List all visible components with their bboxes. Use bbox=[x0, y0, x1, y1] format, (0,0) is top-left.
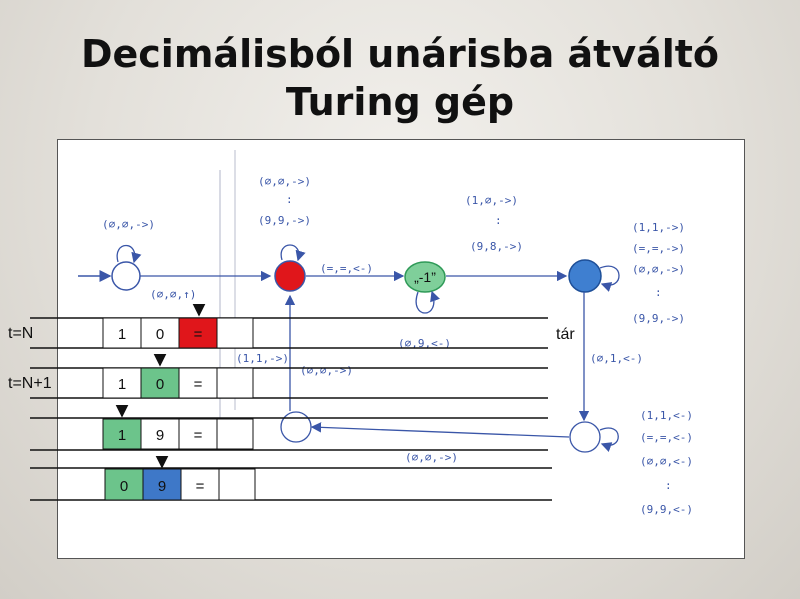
row-label-t-n-plus-1: t=N+1 bbox=[8, 375, 52, 392]
tape-cell-value: 9 bbox=[158, 478, 166, 495]
lower-right-label-3: (∅,∅,<-) bbox=[640, 455, 693, 468]
blue-self-loop bbox=[599, 265, 620, 292]
lower-mid-state bbox=[280, 411, 312, 443]
lower-right-label-4: (9,9,<-) bbox=[640, 503, 693, 516]
tape-cell bbox=[216, 418, 254, 450]
tape-cell-value: 0 bbox=[156, 326, 164, 343]
lower-right-loop bbox=[599, 427, 619, 452]
tape-cell-value: 1 bbox=[118, 376, 126, 393]
lower-mid-label: (∅,∅,->) bbox=[405, 451, 458, 464]
blue-state bbox=[568, 259, 602, 293]
tape-cell-head bbox=[178, 317, 218, 349]
title-line-1: Decimálisból unárisba átváltó bbox=[80, 32, 720, 76]
tape-cell bbox=[216, 317, 254, 349]
tape-cell-head bbox=[142, 468, 182, 501]
blue-loop-label-4: (9,9,->) bbox=[632, 312, 685, 325]
lower-right-label-1: (1,1,<-) bbox=[640, 409, 693, 422]
lower-right-state bbox=[569, 421, 601, 453]
tape-cell bbox=[180, 468, 220, 501]
tape-cell-value: 1 bbox=[118, 427, 126, 444]
green-loop-label-1: (1,∅,->) bbox=[465, 194, 518, 207]
green-state bbox=[404, 261, 446, 293]
blue-loop-label-2: (=,=,->) bbox=[632, 242, 685, 255]
row-label-t-n: t=N bbox=[8, 325, 33, 342]
green-state-label: „-1” bbox=[414, 269, 436, 285]
start-state bbox=[111, 261, 141, 291]
red-loop-arrow bbox=[280, 244, 306, 262]
blue-loop-label-1: (1,1,->) bbox=[632, 221, 685, 234]
lower-right-to-mid-arrow bbox=[310, 422, 570, 438]
tape-cell-head bbox=[102, 418, 142, 450]
tape-cell-value: 0 bbox=[156, 376, 164, 393]
tape-cell bbox=[216, 367, 254, 399]
red-state bbox=[274, 260, 306, 292]
tape-cell-value: 9 bbox=[156, 427, 164, 444]
lower-right-dots: : bbox=[665, 479, 672, 492]
title-line-2: Turing gép bbox=[285, 80, 515, 124]
tape-cell-value: = bbox=[196, 478, 205, 495]
tape-cell-value: 0 bbox=[120, 478, 128, 495]
red-loop-label-1: (∅,∅,->) bbox=[258, 175, 311, 188]
tape-cell-value: = bbox=[194, 427, 203, 444]
blue-down-label: (∅,1,<-) bbox=[590, 352, 643, 365]
red-loop-dots: : bbox=[286, 193, 293, 206]
tape-cell-value: 1 bbox=[118, 326, 126, 343]
tape-cell bbox=[104, 468, 144, 501]
green-loop-label-2: (9,8,->) bbox=[470, 240, 523, 253]
start-loop-arrow bbox=[116, 245, 142, 264]
green-self-loop bbox=[415, 290, 440, 314]
tape-cell bbox=[102, 317, 142, 349]
blue-loop-label-3: (∅,∅,->) bbox=[632, 263, 685, 276]
tape-cell-value: = bbox=[194, 326, 203, 343]
tape-cell bbox=[140, 317, 180, 349]
red-to-green-label: (=,=,<-) bbox=[320, 262, 373, 275]
green-self-label: (∅,9,<-) bbox=[398, 337, 451, 350]
green-loop-dots: : bbox=[495, 214, 502, 227]
lower-right-label-2: (=,=,<-) bbox=[640, 431, 693, 444]
left-up-label-1: (1,1,->) bbox=[236, 352, 289, 365]
tape-cell bbox=[218, 468, 256, 501]
start-loop-label: (∅,∅,->) bbox=[102, 218, 155, 231]
start-down-label: (∅,∅,↑) bbox=[150, 288, 196, 301]
tape-cell-value: = bbox=[194, 376, 203, 393]
page-title: Decimálisból unárisba átváltó Turing gép bbox=[0, 30, 800, 126]
blue-loop-dots: : bbox=[655, 286, 662, 299]
tar-label: tár bbox=[556, 326, 575, 343]
red-loop-label-2: (9,9,->) bbox=[258, 214, 311, 227]
left-up-label-2: (∅,∅,->) bbox=[300, 364, 353, 377]
tape-cell bbox=[178, 418, 218, 450]
tape-cell-head bbox=[140, 367, 180, 399]
tape-cell bbox=[140, 418, 180, 450]
